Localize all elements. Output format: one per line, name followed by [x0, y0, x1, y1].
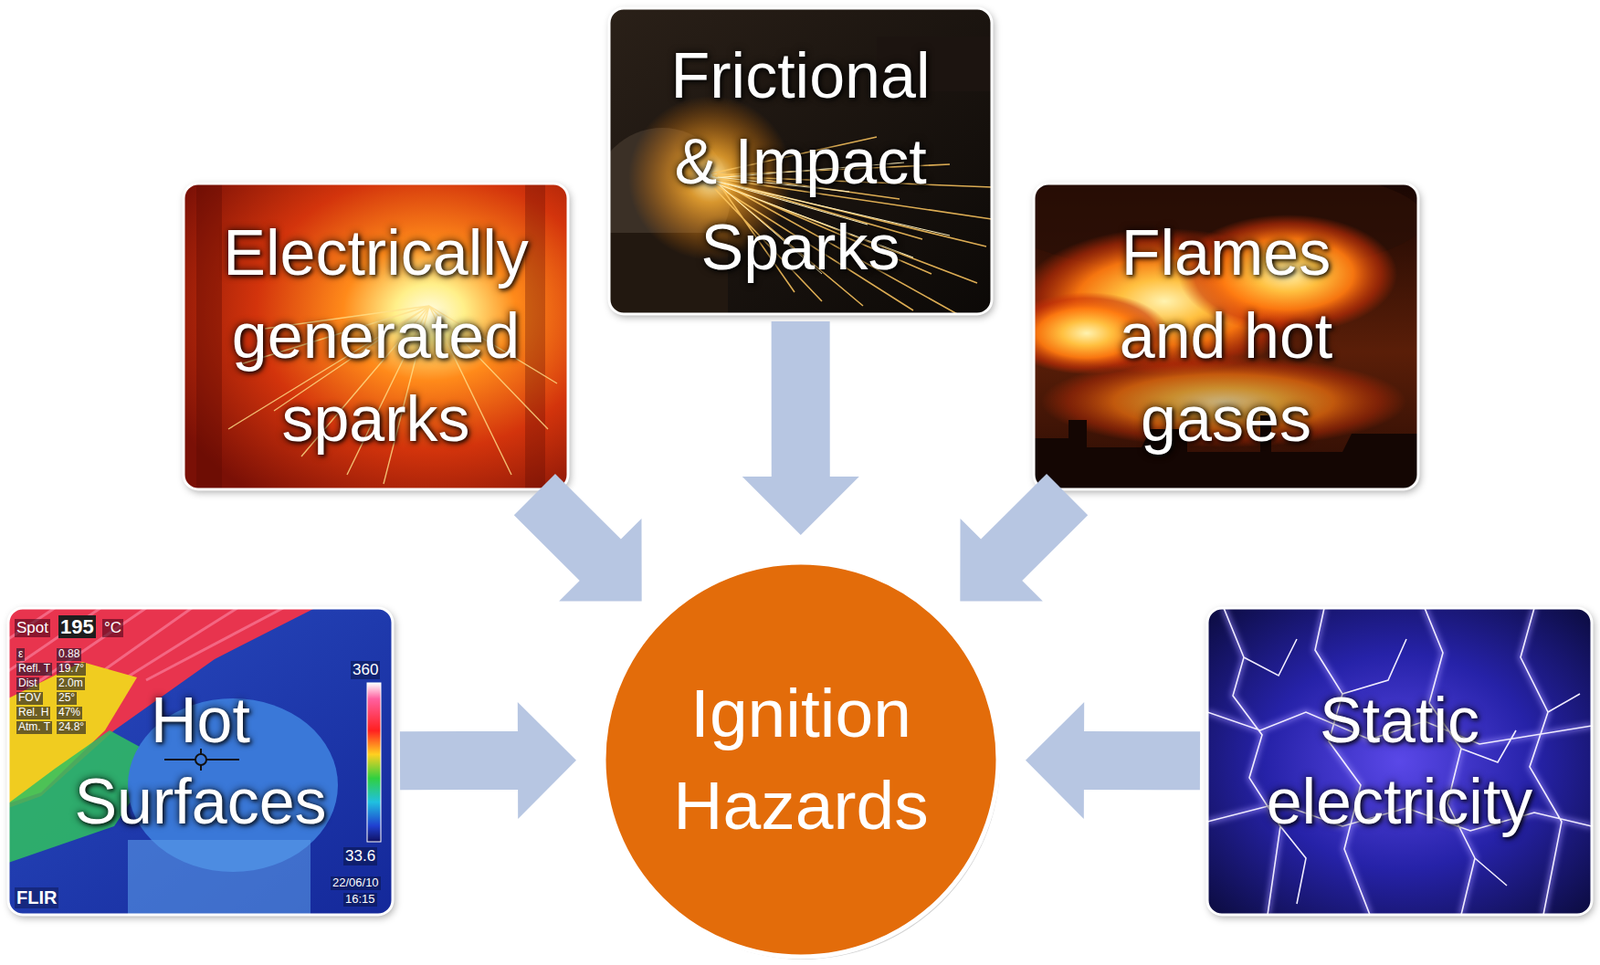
temperature-scale — [367, 683, 381, 843]
hazard-circle: Ignition Hazards — [600, 558, 1002, 961]
overlay-reading: Rel. H — [16, 706, 51, 720]
lightning-image — [1207, 608, 1592, 916]
image-box: Hot Surfaces — [8, 608, 393, 916]
node-text: Flames and hot gases — [1075, 211, 1378, 462]
shadow — [1207, 608, 1592, 916]
photo-ground — [183, 183, 569, 490]
image-box: Electrically generated sparks — [183, 183, 569, 490]
node-text: Frictional & Impact Sparks — [654, 32, 948, 291]
overlay-reading: 195 — [58, 615, 96, 639]
overlay-reading: 0.88 — [56, 648, 82, 662]
overlay-reading: Spot — [14, 619, 51, 638]
frame — [183, 183, 569, 490]
frame — [8, 608, 393, 916]
overlay-reading: Refl. T — [16, 663, 53, 676]
overlay-reading: 22/06/10 — [330, 876, 381, 891]
frame — [1033, 183, 1419, 490]
overlay-reading: 25° — [56, 692, 77, 706]
dark-beam — [196, 183, 222, 490]
image-box: Frictional & Impact Sparks — [609, 8, 992, 315]
lightning-halo — [1207, 608, 1592, 916]
overlay-reading: 33.6 — [343, 847, 378, 866]
overlay-reading: 24.8° — [56, 721, 86, 735]
machine-base — [127, 840, 311, 916]
fire-photo — [1033, 183, 1419, 490]
frame — [609, 8, 992, 315]
frame — [1207, 608, 1592, 916]
shadow — [8, 608, 393, 916]
block-arrow — [400, 702, 577, 820]
node-text: Static electricity — [1244, 680, 1556, 843]
overlay-reading: 47% — [56, 706, 83, 720]
overlay-reading: ε — [16, 648, 25, 662]
circle-outline — [600, 558, 1002, 961]
block-arrow — [959, 473, 1088, 602]
overlay-reading: °C — [102, 619, 124, 638]
photo-ground — [1207, 608, 1592, 916]
electric-arc-photo — [183, 183, 569, 490]
shadow — [183, 183, 569, 490]
overlay-reading: Atm. T — [16, 721, 53, 735]
lightning-glow — [1207, 608, 1592, 916]
photo-ground — [8, 608, 393, 916]
overlay-reading: 19.7° — [56, 663, 86, 676]
block-arrow — [1025, 702, 1200, 820]
overlay-reading: FLIR — [14, 887, 59, 909]
node-text: Ignition Hazards — [636, 667, 966, 853]
overlay-reading: 360 — [350, 661, 380, 680]
overlay-reading: Dist — [16, 677, 40, 691]
image-box: Flames and hot gases — [1033, 183, 1419, 490]
overlay-reading: 16:15 — [343, 893, 378, 907]
box-shadows — [8, 8, 1592, 916]
circle-fill — [603, 562, 999, 958]
node-text: Electrically generated sparks — [211, 211, 541, 462]
image-box: Static electricity — [1207, 608, 1592, 916]
node-text: Hot Surfaces — [63, 680, 338, 843]
overlay-reading: FOV — [16, 692, 43, 706]
overlay-reading: 2.0m — [56, 677, 85, 691]
grinding-sparks-photo — [609, 8, 992, 315]
picture-frames — [8, 8, 1592, 916]
lightning-bolts — [1207, 608, 1592, 916]
block-arrow — [742, 321, 860, 536]
block-arrow — [514, 473, 643, 602]
thermal-image — [8, 608, 393, 916]
